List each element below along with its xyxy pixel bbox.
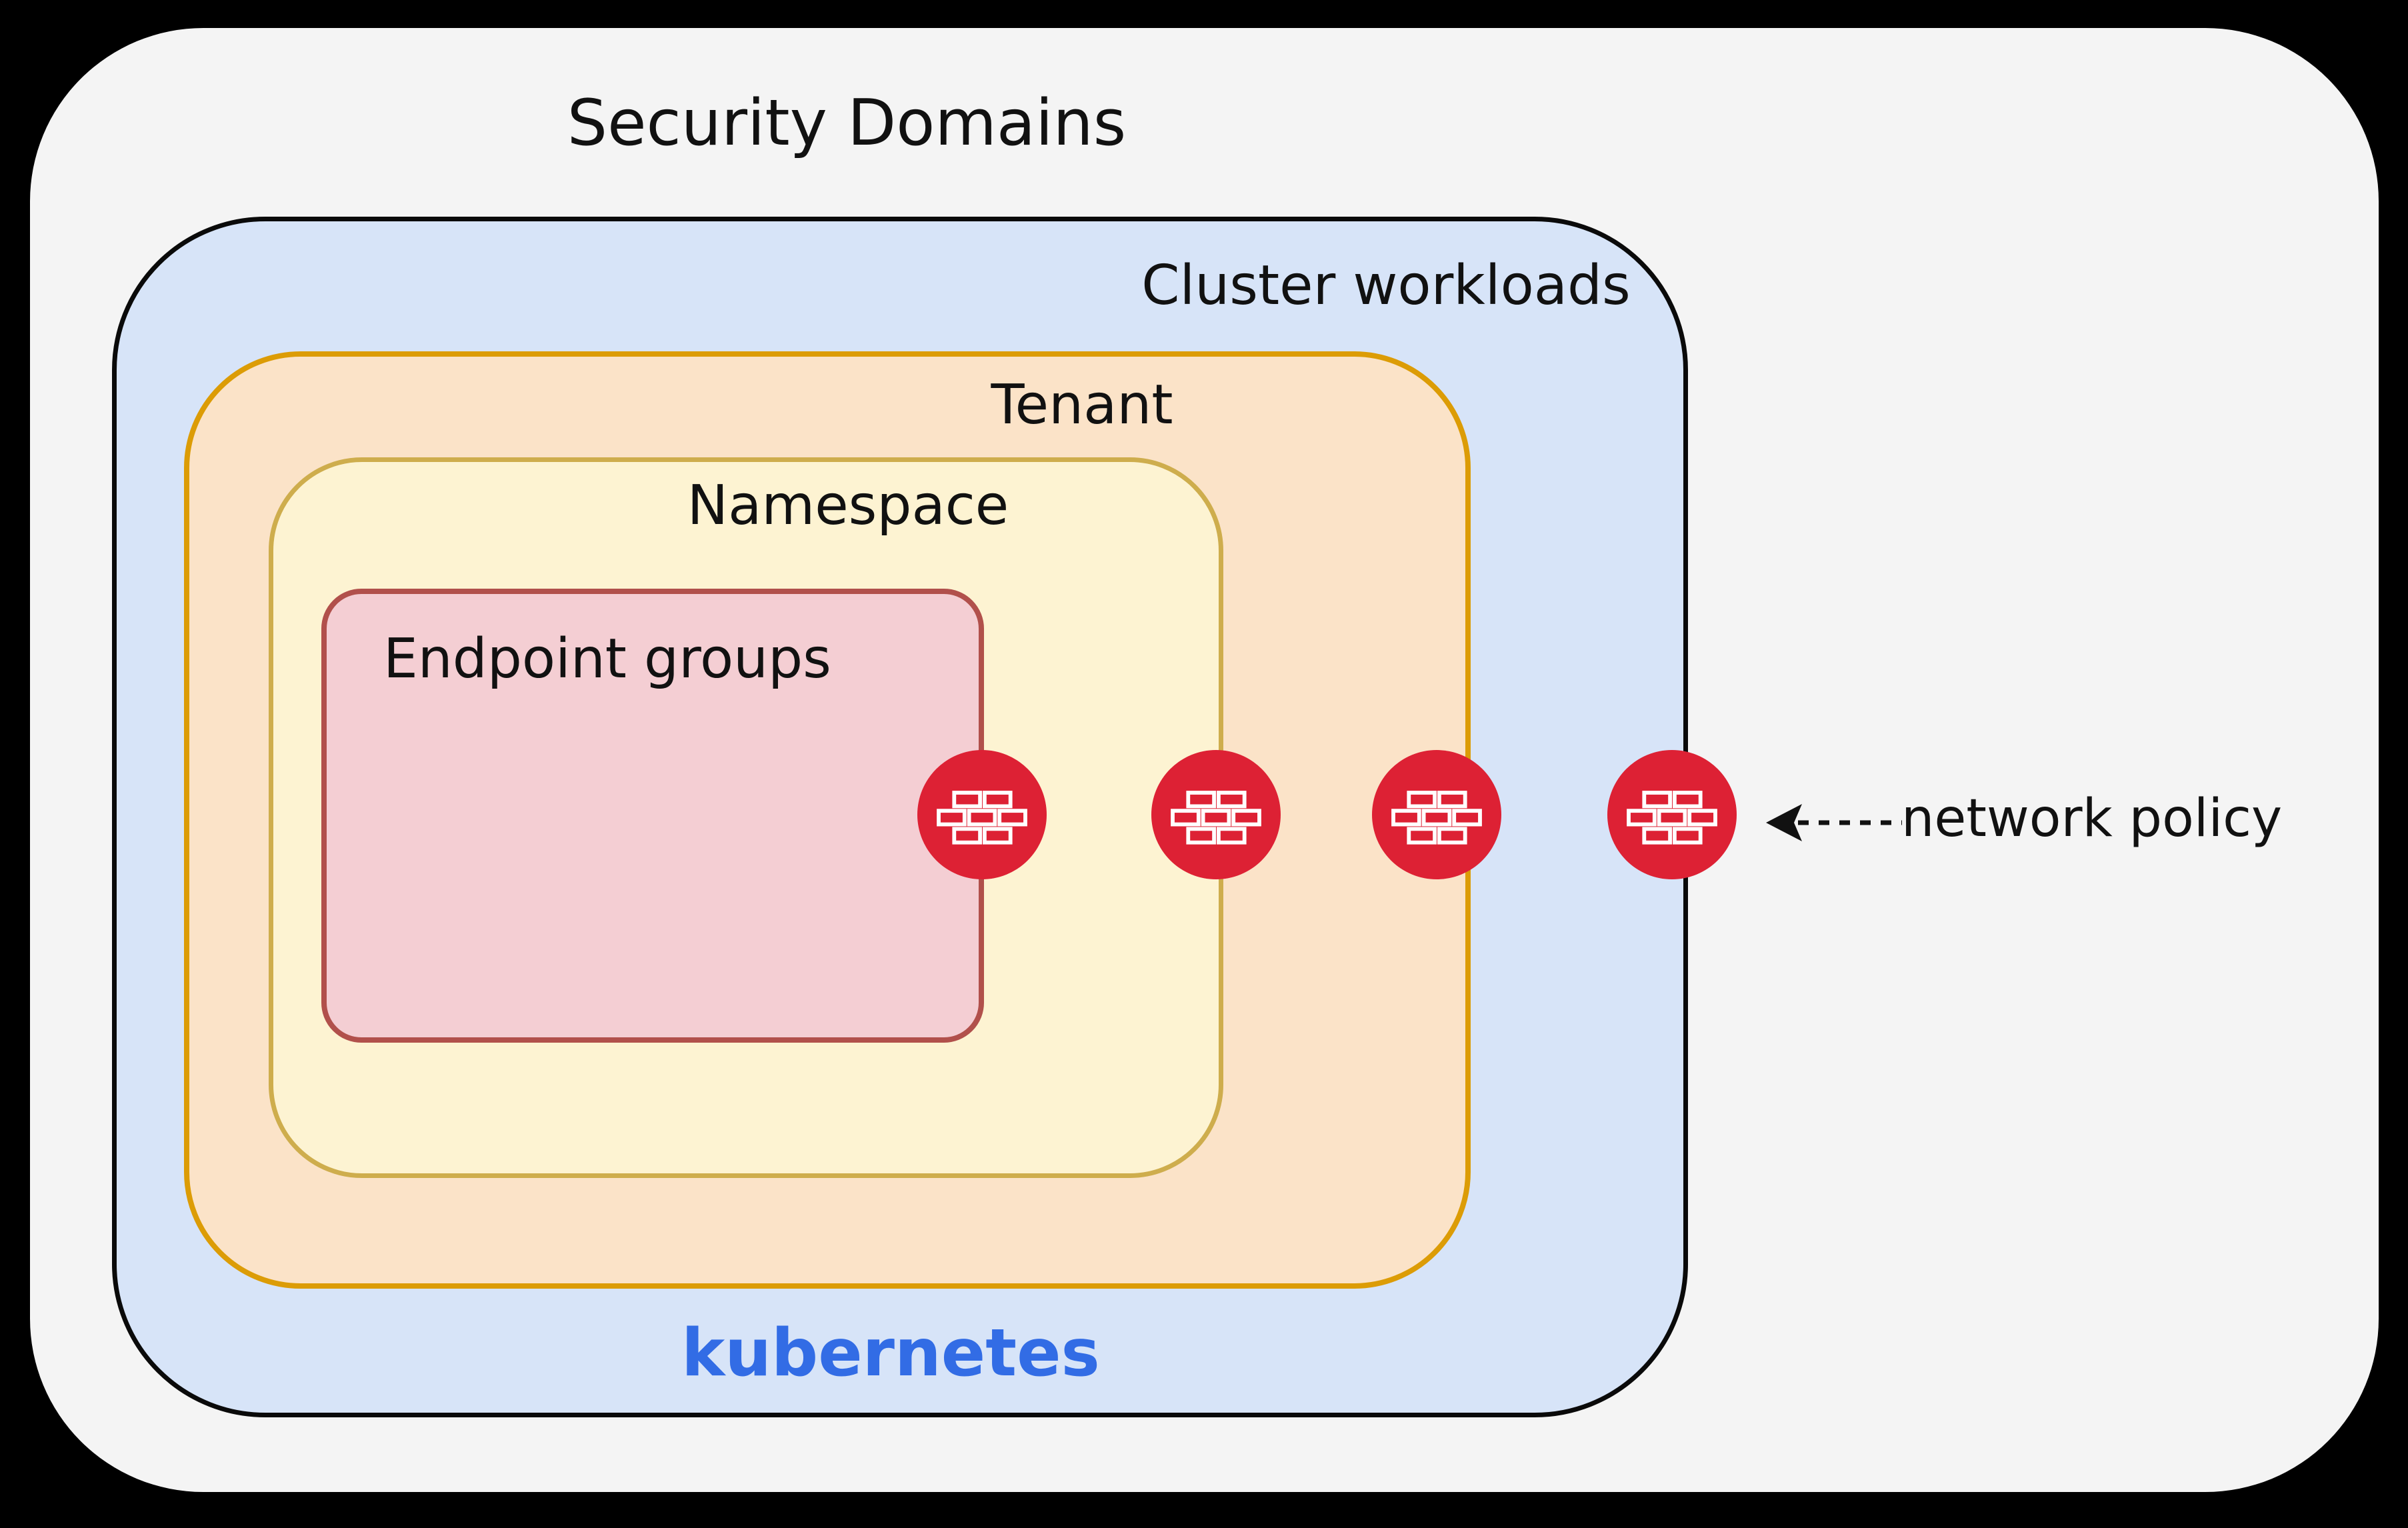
- cluster-workloads-label: Cluster workloads: [1141, 254, 1631, 317]
- domain-box-endpoint-groups: Endpoint groups: [321, 589, 984, 1043]
- firewall-badge: [1151, 750, 1281, 879]
- firewall-badge: [1372, 750, 1501, 879]
- firewall-brick-wall-icon: [1151, 750, 1281, 879]
- firewall-badge: [1607, 750, 1737, 879]
- page-title: Security Domains: [567, 87, 1127, 160]
- endpoint-groups-label: Endpoint groups: [383, 627, 831, 691]
- namespace-label: Namespace: [687, 474, 1009, 537]
- kubernetes-wordmark: kubernetes: [681, 1315, 1100, 1391]
- network-policy-pointer: [1763, 796, 1905, 849]
- tenant-label: Tenant: [991, 373, 1173, 437]
- security-domains-panel: Security Domains Cluster workloads kuber…: [30, 28, 2379, 1492]
- network-policy-label: network policy: [1901, 789, 2283, 849]
- firewall-brick-wall-icon: [1372, 750, 1501, 879]
- firewall-badge: [917, 750, 1047, 879]
- dashed-arrow-left-icon: [1766, 804, 1902, 841]
- firewall-brick-wall-icon: [1607, 750, 1737, 879]
- firewall-brick-wall-icon: [917, 750, 1047, 879]
